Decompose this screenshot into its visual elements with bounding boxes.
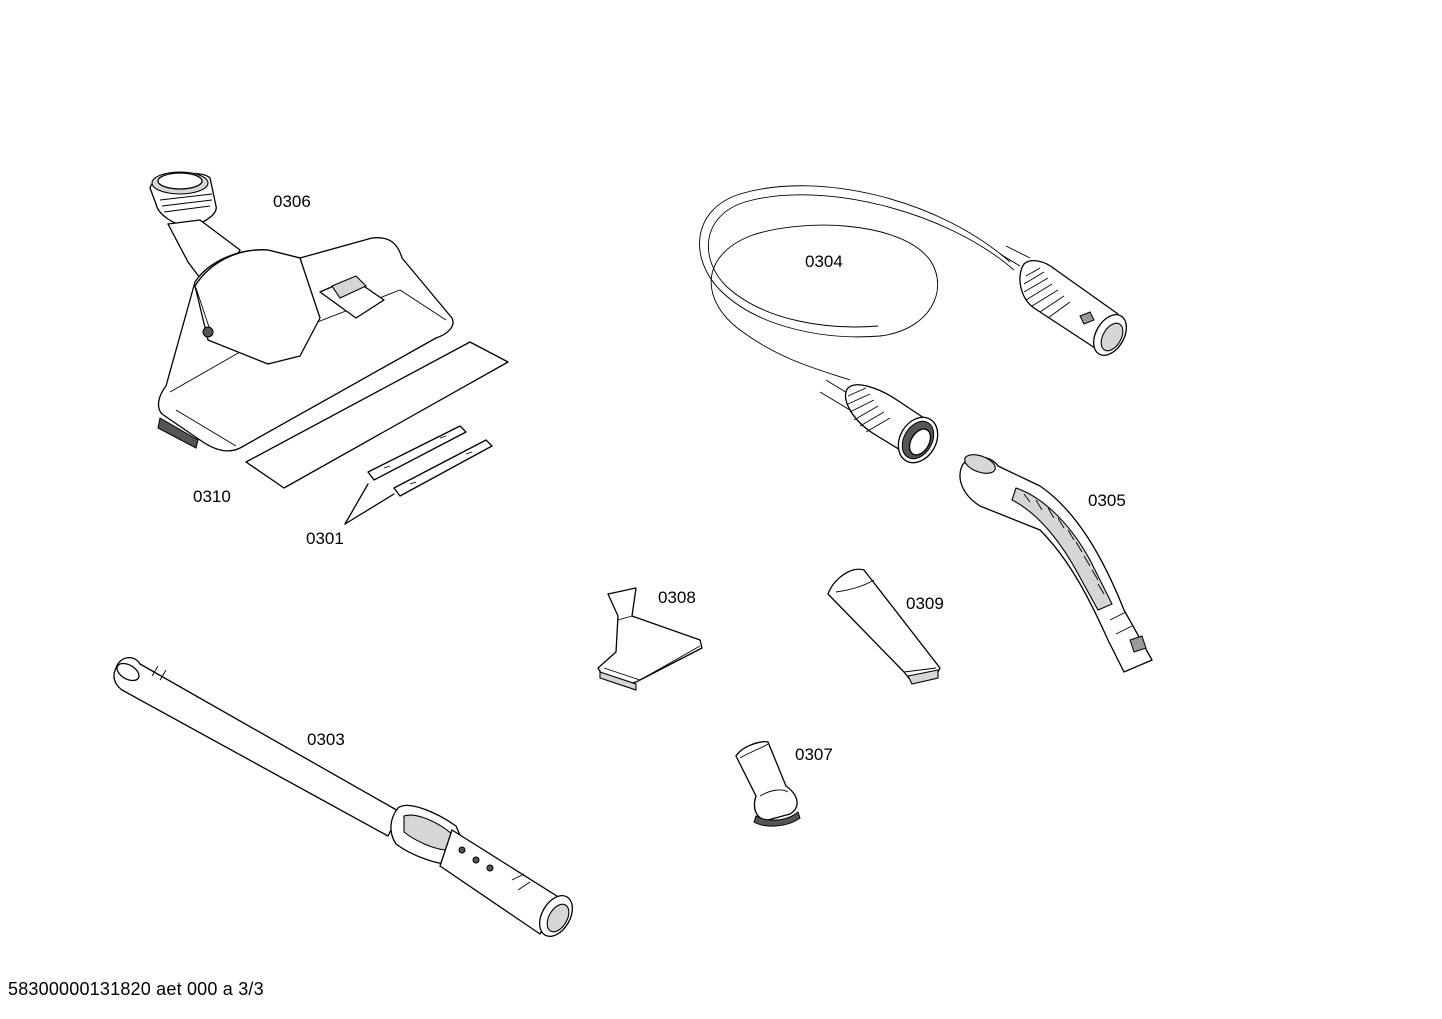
label-0308: 0308: [658, 588, 696, 607]
label-0307: 0307: [795, 745, 833, 764]
label-0304: 0304: [805, 252, 843, 271]
floor-nozzle-drawing: [149, 171, 454, 452]
label-0303: 0303: [307, 730, 345, 749]
telescopic-tube-drawing: [113, 657, 574, 937]
label-0301: 0301: [306, 529, 344, 548]
strips-0301-drawing: [344, 425, 493, 525]
label-0310: 0310: [193, 487, 231, 506]
strip-0310-drawing: [245, 341, 509, 489]
document-id-footer: 58300000131820 aet 000 a 3/3: [8, 979, 264, 999]
hose-drawing: [699, 185, 1128, 464]
upholstery-nozzle-drawing: [597, 587, 703, 691]
crevice-nozzle-drawing: [827, 568, 941, 685]
handle-drawing: [959, 454, 1153, 673]
label-0305: 0305: [1088, 491, 1126, 510]
label-0306: 0306: [273, 192, 311, 211]
label-0309: 0309: [906, 594, 944, 613]
brush-nozzle-drawing: [735, 740, 801, 827]
